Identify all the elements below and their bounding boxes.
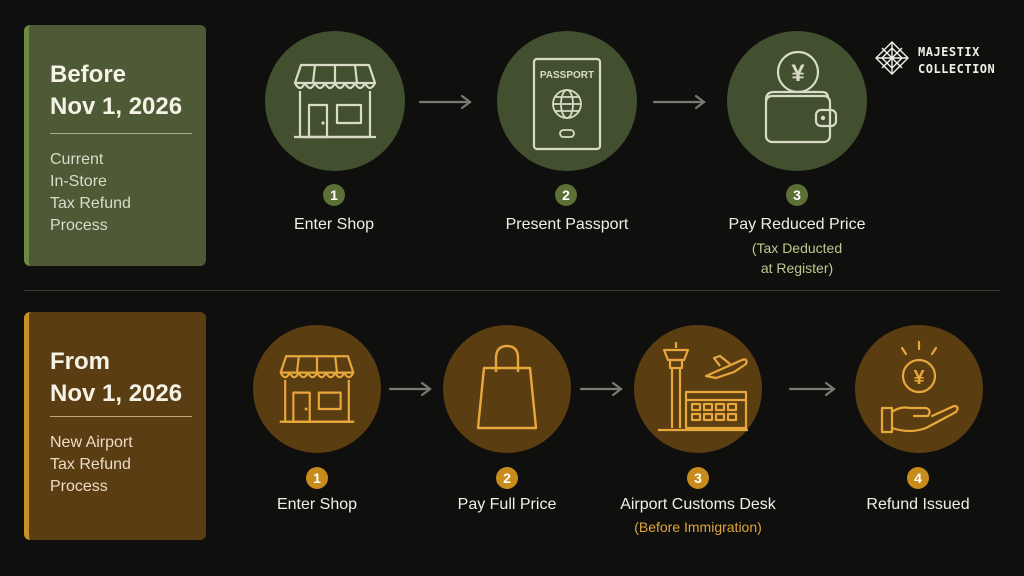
- after-subtitle-line-1: New Airport: [50, 434, 133, 451]
- after-subtitle-line-3: Process: [50, 478, 108, 495]
- section-divider: [24, 290, 1000, 291]
- arrow-right-icon: [388, 381, 432, 397]
- after-step-4-badge: 4: [907, 467, 929, 489]
- after-subtitle: New Airport Tax Refund Process: [50, 432, 133, 498]
- svg-text:PASSPORT: PASSPORT: [540, 70, 594, 81]
- before-step-2-circle: [497, 31, 637, 171]
- shopping-bag-icon: [476, 344, 538, 430]
- before-step-3-note-line-1: (Tax Deducted: [751, 240, 843, 256]
- before-step-3-circle: [727, 31, 867, 171]
- brand-logo-icon: [875, 41, 909, 75]
- before-step-1-label: Enter Shop: [293, 216, 375, 233]
- after-step-2-label: Pay Full Price: [457, 496, 557, 513]
- before-subtitle-line-2: In-Store: [50, 173, 107, 190]
- before-step-2-badge: 2: [555, 184, 577, 206]
- after-step-1-badge: 1: [306, 467, 328, 489]
- after-step-2-badge: 2: [496, 467, 518, 489]
- before-subtitle-line-3: Tax Refund: [50, 195, 131, 212]
- arrow-right-icon: [788, 381, 836, 397]
- brand-line-1: MAJESTIX: [918, 45, 980, 59]
- arrow-right-icon: [579, 381, 623, 397]
- before-step-3-label: Pay Reduced Price: [728, 216, 866, 233]
- after-step-1-label: Enter Shop: [276, 496, 358, 513]
- after-panel: From Nov 1, 2026 New Airport Tax Refund …: [24, 312, 206, 540]
- before-step-1-badge: 1: [323, 184, 345, 206]
- wallet-yen-icon: ¥: [764, 50, 838, 144]
- before-title-rule: [50, 133, 192, 134]
- before-step-3-note-line-2: at Register): [760, 260, 834, 276]
- brand-name: MAJESTIX COLLECTION: [918, 44, 995, 78]
- hand-yen-icon: ¥: [880, 340, 959, 434]
- after-title: From Nov 1, 2026: [50, 346, 182, 410]
- airport-icon: [658, 342, 748, 432]
- before-panel: Before Nov 1, 2026 Current In-Store Tax …: [24, 25, 206, 266]
- after-step-4-label: Refund Issued: [866, 496, 970, 513]
- passport-icon: PASSPORT: [532, 57, 602, 151]
- shop-icon: [279, 355, 355, 423]
- after-step-1-circle: [253, 325, 381, 453]
- arrow-right-icon: [418, 94, 472, 110]
- before-step-3-note: (Tax Deducted at Register): [687, 238, 907, 278]
- before-title-line-1: Before: [50, 61, 127, 88]
- before-step-2-label: Present Passport: [505, 216, 629, 233]
- before-subtitle-line-4: Process: [50, 217, 108, 234]
- before-subtitle: Current In-Store Tax Refund Process: [50, 149, 131, 237]
- svg-text:¥: ¥: [791, 60, 805, 87]
- arrow-right-icon: [652, 94, 706, 110]
- after-title-line-1: From: [50, 348, 110, 375]
- before-title: Before Nov 1, 2026: [50, 59, 182, 123]
- before-subtitle-line-1: Current: [50, 151, 104, 168]
- after-subtitle-line-2: Tax Refund: [50, 456, 131, 473]
- before-step-3-badge: 3: [786, 184, 808, 206]
- after-title-rule: [50, 416, 192, 417]
- after-title-line-2: Nov 1, 2026: [50, 380, 183, 407]
- before-step-1-circle: [265, 31, 405, 171]
- brand-line-2: COLLECTION: [918, 62, 996, 76]
- svg-text:¥: ¥: [913, 367, 925, 389]
- after-step-3-note: (Before Immigration): [634, 519, 762, 535]
- shop-icon: [293, 63, 377, 139]
- after-step-3-label: Airport Customs Desk: [620, 496, 776, 513]
- before-title-line-2: Nov 1, 2026: [50, 93, 183, 120]
- after-step-3-badge: 3: [687, 467, 709, 489]
- after-step-3-circle: [634, 325, 762, 453]
